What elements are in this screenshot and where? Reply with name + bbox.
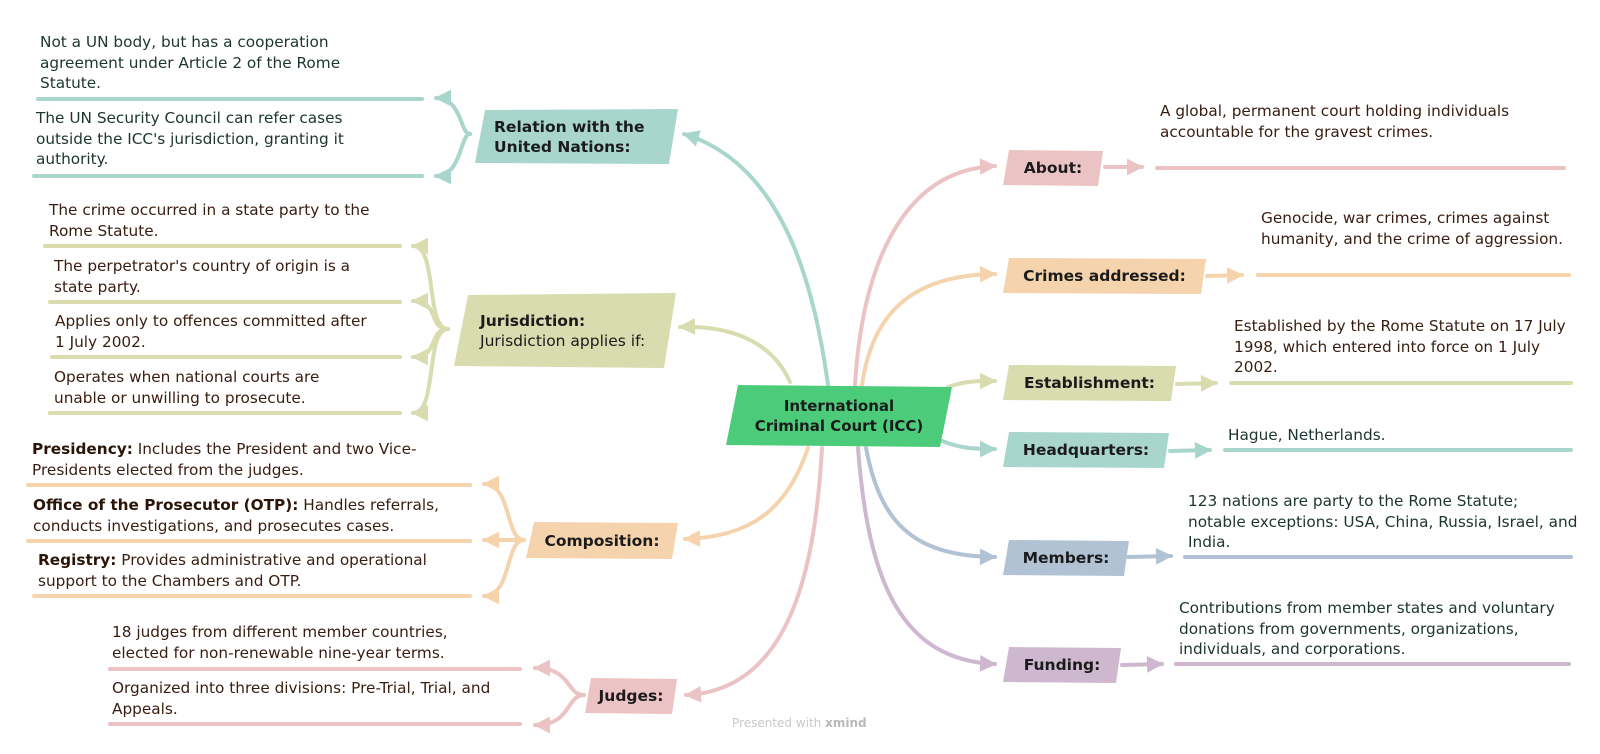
leaf-relation-1: Not a UN body, but has a cooperation agr…	[40, 33, 341, 92]
leaf-composition-1-text: Includes the President and two Vice-Pres…	[32, 440, 417, 479]
watermark-prefix: Presented with	[732, 716, 822, 730]
topic-jurisdiction-node[interactable]: Jurisdiction: Jurisdiction applies if:	[454, 293, 676, 368]
topic-jurisdiction-label: Jurisdiction:	[480, 311, 586, 330]
leaf-composition-2-label: Office of the Prosecutor (OTP):	[33, 496, 299, 514]
topic-about-label: About:	[1023, 159, 1083, 177]
leaf-composition-3-text: Provides administrative and operational …	[38, 551, 427, 590]
central-topic-label: International Criminal Court (ICC)	[754, 397, 924, 435]
topic-crimes-label: Crimes addressed:	[1023, 267, 1186, 285]
xmind-watermark: Presented with xmind	[732, 716, 867, 730]
topic-relation-label: Relation with the United Nations:	[494, 117, 645, 156]
leaf-members-1: 123 nations are party to the Rome Statut…	[1188, 492, 1578, 551]
leaf-jurisdiction-4: Operates when national courts are unable…	[54, 368, 320, 407]
leaf-composition-1: Presidency: Includes the President and t…	[32, 439, 462, 480]
branch-crimes	[860, 265, 997, 387]
topic-headquarters-node[interactable]: Headquarters:	[1003, 432, 1169, 468]
topic-funding-label: Funding:	[1023, 656, 1101, 674]
topic-relation-node[interactable]: Relation with the United Nations:	[475, 109, 678, 164]
branch-members	[864, 446, 997, 566]
central-topic-node[interactable]: International Criminal Court (ICC)	[726, 384, 952, 448]
watermark-brand: xmind	[825, 716, 867, 730]
leaf-composition-2-text: Handles referrals, conducts investigatio…	[33, 496, 439, 535]
branch-headquarters	[940, 439, 997, 458]
topic-establishment-label: Establishment:	[1024, 374, 1155, 392]
leaf-composition-3: Registry: Provides administrative and op…	[38, 550, 468, 591]
topic-about-node[interactable]: About:	[1003, 150, 1103, 186]
leaf-composition-1-label: Presidency:	[32, 440, 133, 458]
leaf-establishment-1: Established by the Rome Statute on 17 Ju…	[1234, 317, 1566, 376]
branch-relation	[682, 130, 830, 387]
leaf-composition-3-label: Registry:	[38, 551, 117, 569]
topic-crimes-node[interactable]: Crimes addressed:	[1003, 258, 1206, 294]
leaf-jurisdiction-2: The perpetrator's country of origin is a…	[54, 257, 351, 296]
leaf-crimes-1: Genocide, war crimes, crimes against hum…	[1261, 209, 1563, 248]
branch-establishment	[946, 372, 997, 390]
leaf-judges-1: 18 judges from different member countrie…	[112, 623, 448, 662]
leaf-relation-2: The UN Security Council can refer cases …	[36, 109, 344, 168]
branch-funding	[856, 446, 997, 672]
topic-members-node[interactable]: Members:	[1003, 540, 1129, 576]
branch-composition	[683, 446, 810, 547]
leaf-funding-1: Contributions from member states and vol…	[1179, 599, 1555, 658]
leaf-jurisdiction-1: The crime occurred in a state party to t…	[49, 201, 370, 240]
branch-judges	[684, 446, 824, 703]
topic-members-label: Members:	[1022, 549, 1110, 567]
branch-about	[853, 158, 997, 387]
topic-headquarters-label: Headquarters:	[1022, 441, 1150, 459]
leaf-composition-2: Office of the Prosecutor (OTP): Handles …	[33, 495, 463, 536]
topic-jurisdiction-sublabel: Jurisdiction applies if:	[480, 331, 646, 350]
leaf-jurisdiction-3: Applies only to offences committed after…	[55, 312, 367, 351]
branch-jurisdiction	[678, 318, 792, 384]
topic-establishment-node[interactable]: Establishment:	[1003, 365, 1176, 401]
leaf-about-1: A global, permanent court holding indivi…	[1160, 102, 1510, 141]
topic-funding-node[interactable]: Funding:	[1003, 647, 1121, 683]
leaf-headquarters-1: Hague, Netherlands.	[1228, 426, 1386, 444]
topic-judges-node[interactable]: Judges:	[585, 678, 677, 714]
topic-composition-node[interactable]: Composition:	[526, 522, 678, 559]
leaf-judges-2: Organized into three divisions: Pre-Tria…	[112, 679, 491, 718]
topic-composition-label: Composition:	[544, 531, 660, 550]
topic-judges-label: Judges:	[598, 687, 664, 705]
